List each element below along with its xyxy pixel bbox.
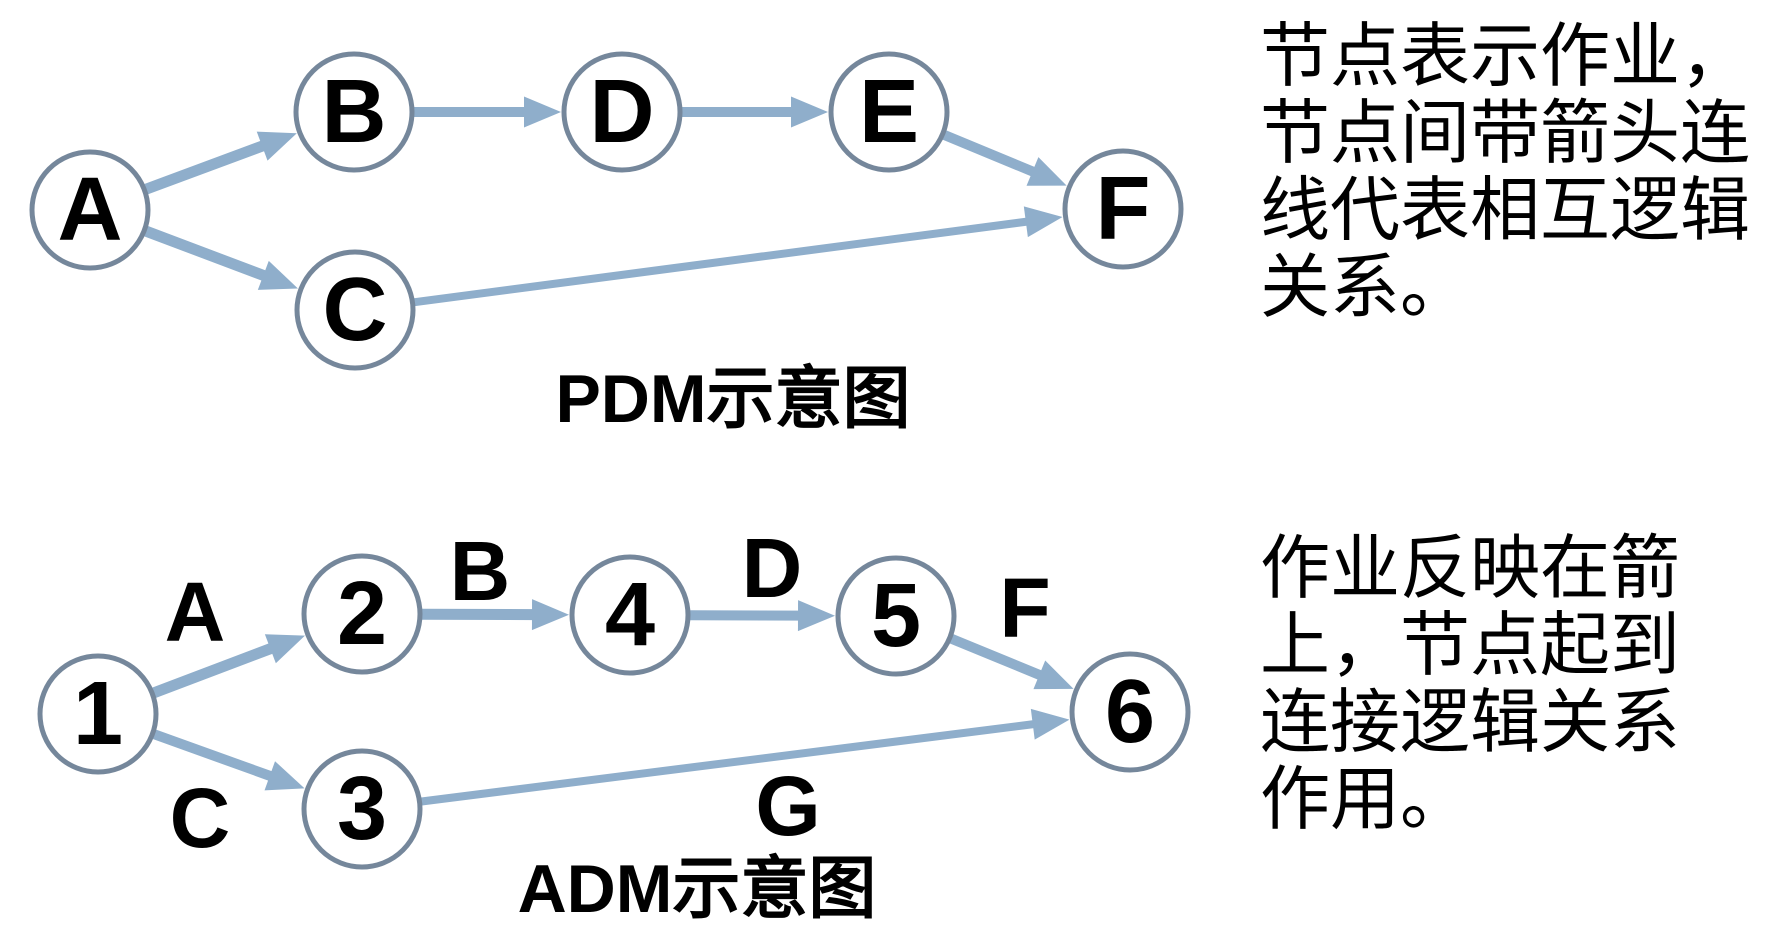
note-line: 节点表示作业， xyxy=(1260,15,1750,97)
note-line: 作业反映在箭 xyxy=(1260,527,1680,609)
pdm-diagram: A BC D E F xyxy=(29,51,1184,371)
edge-C-F-arrowhead xyxy=(1023,206,1063,238)
node-label-1: 1 xyxy=(73,664,123,764)
edge-3-6-arrowhead xyxy=(1030,708,1070,740)
node-label-D: D xyxy=(590,62,655,162)
edge-1-3-arrowhead xyxy=(264,761,305,791)
edge-A-C-arrowhead xyxy=(257,260,298,290)
edge-2-4-arrowhead xyxy=(531,599,570,631)
pdm-note-text: 节点表示作业，节点间带箭头连线代表相互逻辑关系。 xyxy=(1260,18,1785,326)
node-F xyxy=(1062,148,1184,270)
adm-diagram: 1 2 3 4 5 6 A B D F C G xyxy=(37,521,1191,870)
node-label-F: F xyxy=(1096,159,1151,259)
node-label-2: 2 xyxy=(337,564,387,664)
edge-4-5-arrowhead xyxy=(797,600,836,632)
edge-label-A: A xyxy=(165,565,226,659)
note-line: 关系。 xyxy=(1260,246,1470,328)
node-2 xyxy=(301,553,423,675)
node-label-3: 3 xyxy=(337,759,387,859)
note-line: 上，节点起到 xyxy=(1260,604,1680,686)
pdm-caption: PDM示意图 xyxy=(555,361,910,437)
note-line: 节点间带箭头连 xyxy=(1260,92,1750,174)
node-label-C: C xyxy=(323,260,388,360)
edge-B-D-arrowhead xyxy=(524,96,561,128)
edge-E-F xyxy=(942,130,1040,179)
edge-1-2-arrowhead xyxy=(264,634,305,664)
adm-note-text: 作业反映在箭上，节点起到连接逻辑关系作用。 xyxy=(1260,530,1785,838)
node-label-A: A xyxy=(58,160,123,260)
node-6 xyxy=(1069,651,1191,773)
edge-label-B: B xyxy=(450,524,511,618)
node-5 xyxy=(835,555,957,677)
node-A xyxy=(29,149,151,271)
note-line: 连接逻辑关系 xyxy=(1260,681,1680,763)
edge-3-6 xyxy=(421,719,1039,806)
note-line: 作用。 xyxy=(1260,758,1470,840)
adm-caption: ADM示意图 xyxy=(518,851,877,927)
edge-E-F-arrowhead xyxy=(1026,157,1067,186)
node-label-5: 5 xyxy=(871,566,921,666)
node-label-6: 6 xyxy=(1105,662,1155,762)
edge-5-6 xyxy=(949,634,1046,682)
edge-A-B xyxy=(144,139,269,195)
edge-A-B-arrowhead xyxy=(256,131,297,161)
edge-5-6-arrowhead xyxy=(1033,660,1074,690)
node-D xyxy=(561,51,683,173)
note-line: 线代表相互逻辑 xyxy=(1260,169,1750,251)
edge-label-F: F xyxy=(999,561,1050,655)
edge-label-D: D xyxy=(742,521,803,615)
node-4 xyxy=(569,554,691,676)
edge-A-C xyxy=(144,226,270,283)
edge-1-3 xyxy=(152,729,277,783)
node-B xyxy=(293,51,415,173)
edge-label-C: C xyxy=(170,771,231,865)
node-label-B: B xyxy=(322,62,387,162)
node-3 xyxy=(301,748,423,870)
node-E xyxy=(828,51,950,173)
node-C xyxy=(294,249,416,371)
edge-1-2 xyxy=(152,641,277,698)
node-label-4: 4 xyxy=(605,565,655,665)
edge-D-E-arrowhead xyxy=(791,96,828,128)
node-1 xyxy=(37,653,159,775)
node-label-E: E xyxy=(859,62,919,162)
edge-label-G: G xyxy=(755,759,820,853)
edge-C-F xyxy=(413,217,1032,307)
